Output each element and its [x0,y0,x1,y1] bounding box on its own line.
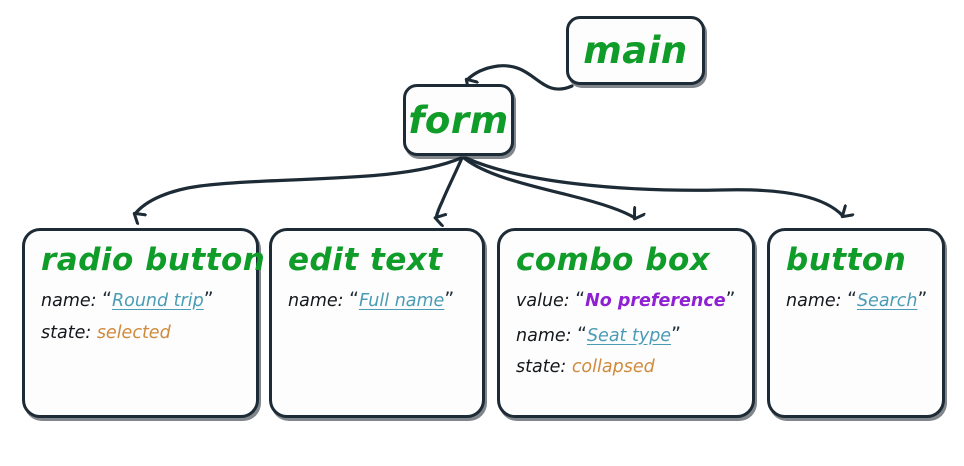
property-value-state: selected [96,322,171,343]
property-row-name: name: “Seat type” [516,322,752,346]
quote-close: ” [444,288,455,310]
property-key: state: [516,357,567,377]
node-edit-text[interactable]: edit text name: “Full name” [269,228,485,418]
property-key: state: [41,322,92,343]
property-row-state: state: collapsed [516,357,752,377]
node-radio-button[interactable]: radio button name: “Round trip” state: s… [22,228,266,418]
quote-close: ” [917,288,928,310]
node-edit-text-body: edit text name: “Full name” [272,231,482,311]
property-row-name: name: “Search” [786,290,942,311]
property-value-name: Full name [358,291,445,311]
property-value-name: Search [856,291,918,311]
node-button[interactable]: button name: “Search” [767,228,945,418]
quote-open: “ [102,288,112,310]
property-value-name: Round trip [111,291,204,311]
property-row-state: state: selected [41,322,256,343]
node-main[interactable]: main [566,16,705,85]
property-value-value: No preference [585,291,726,311]
property-key: name: [516,325,572,346]
quote-close: ” [725,288,736,310]
node-main-title: main [583,29,688,72]
edge-form-to-radio-button [135,156,463,214]
property-key: value: [516,291,570,311]
node-form-title: form [408,98,509,142]
property-value-state: collapsed [571,357,655,377]
quote-open: “ [349,288,359,310]
property-row-value: value: “No preference” [516,290,752,311]
property-key: name: [41,291,97,311]
property-key: name: [288,291,344,311]
node-radio-button-body: radio button name: “Round trip” state: s… [25,231,266,343]
property-row-name: name: “Round trip” [41,290,256,311]
node-combo-box-body: combo box value: “No preference” name: “… [500,231,752,377]
node-combo-box[interactable]: combo box value: “No preference” name: “… [497,228,755,418]
quote-open: “ [847,288,857,310]
property-key: name: [786,291,842,311]
edge-form-to-button [464,156,843,216]
quote-open: “ [577,322,587,345]
quote-open: “ [575,288,586,310]
node-button-title: button [786,242,907,278]
node-form[interactable]: form [403,84,514,156]
node-edit-text-title: edit text [288,242,443,278]
node-button-body: button name: “Search” [770,231,942,311]
property-row-name: name: “Full name” [288,290,482,311]
edge-form-to-edit-text [436,156,464,218]
property-value-name: Seat type [586,325,672,346]
node-combo-box-title: combo box [516,242,711,278]
node-radio-button-title: radio button [41,242,266,278]
quote-close: ” [671,322,681,345]
quote-close: ” [203,288,214,310]
edge-form-to-combo-box [462,156,635,218]
